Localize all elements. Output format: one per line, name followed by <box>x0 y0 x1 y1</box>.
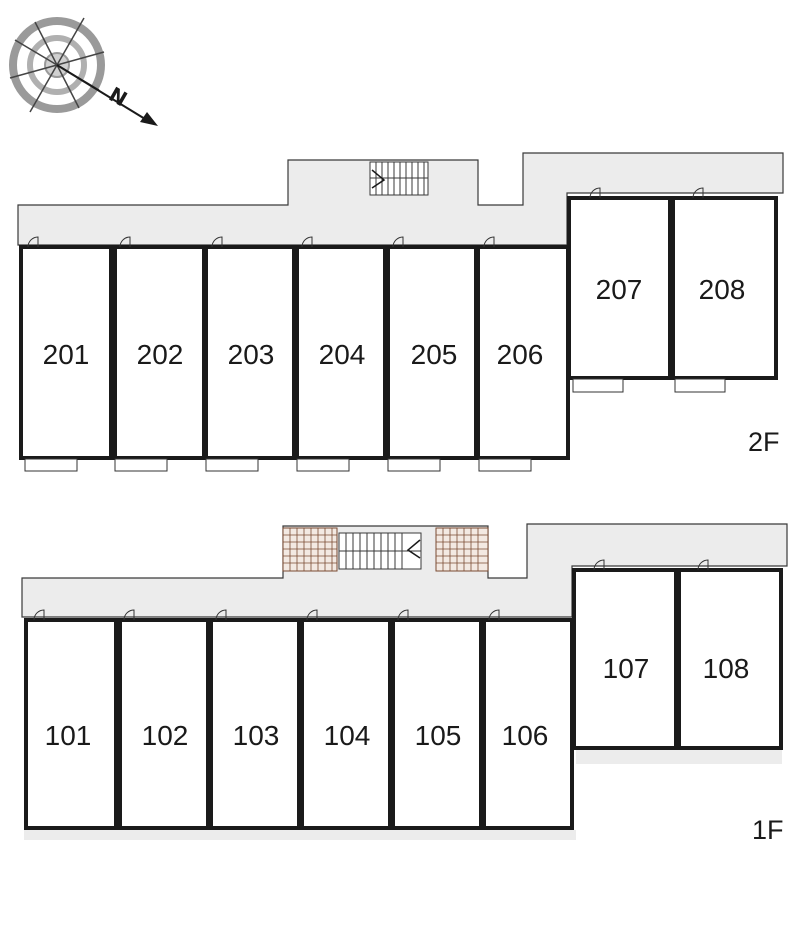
unit-204: 204 <box>295 236 387 472</box>
unit-label: 208 <box>699 274 746 305</box>
unit-label: 205 <box>411 339 458 370</box>
stair-2f <box>369 161 429 196</box>
unit-106: 106 <box>482 609 574 830</box>
unit-205: 205 <box>386 236 478 472</box>
unit-label: 102 <box>142 720 189 751</box>
floor-label-2f: 2F <box>748 427 780 457</box>
unit-201: 201 <box>19 236 113 472</box>
compass-rose-icon <box>9 17 158 126</box>
unit-label: 204 <box>319 339 366 370</box>
unit-101: 101 <box>24 609 576 840</box>
unit-label: 206 <box>497 339 544 370</box>
unit-107: 107 <box>572 559 782 764</box>
unit-label: 105 <box>415 720 462 751</box>
compass: N <box>9 17 158 126</box>
floor-label-1f: 1F <box>752 815 784 845</box>
unit-label: 203 <box>228 339 275 370</box>
unit-label: 106 <box>502 720 549 751</box>
unit-label: 207 <box>596 274 643 305</box>
unit-105: 105 <box>391 609 483 830</box>
unit-206: 206 <box>476 236 570 472</box>
entrance-tile-right <box>435 527 489 572</box>
unit-label: 202 <box>137 339 184 370</box>
unit-label: 103 <box>233 720 280 751</box>
unit-207: 207 <box>567 187 672 393</box>
entrance-tile-left <box>282 527 338 572</box>
unit-203: 203 <box>204 236 296 472</box>
unit-208: 208 <box>671 187 778 393</box>
unit-label: 107 <box>603 653 650 684</box>
unit-label: 104 <box>324 720 371 751</box>
floor-1f: 101 102 103 104 105 106 <box>21 523 788 845</box>
stair-1f <box>338 532 422 570</box>
unit-108: 108 <box>677 559 783 750</box>
unit-label: 101 <box>45 720 92 751</box>
unit-202: 202 <box>113 236 206 472</box>
floor-2f: 201 202 203 204 205 <box>17 152 784 472</box>
unit-104: 104 <box>300 609 392 830</box>
unit-102: 102 <box>118 609 210 830</box>
compass-north-letter: N <box>105 82 132 111</box>
unit-103: 103 <box>209 609 301 830</box>
unit-label: 108 <box>703 653 750 684</box>
unit-label: 201 <box>43 339 90 370</box>
